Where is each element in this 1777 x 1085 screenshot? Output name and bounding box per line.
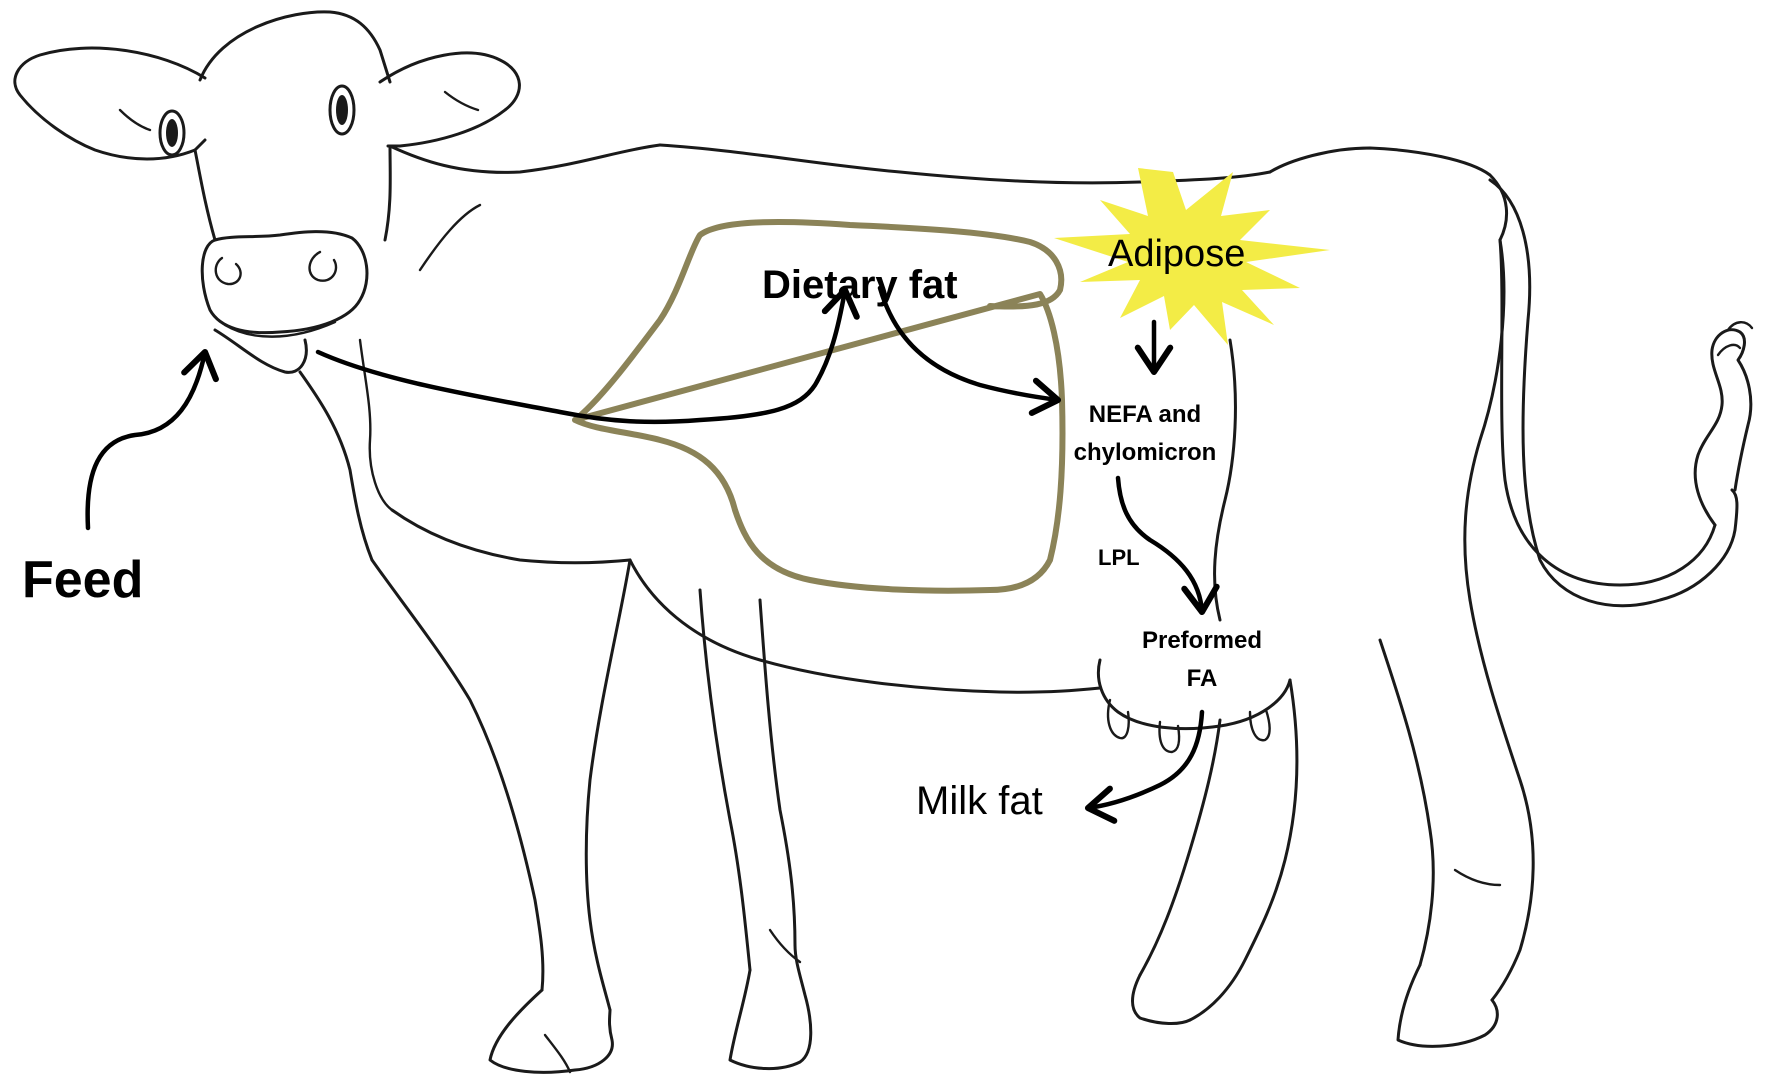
cow-hind-leg-left-back xyxy=(1140,720,1220,975)
cow-front-hoof-right xyxy=(730,945,811,1069)
cow-right-ear xyxy=(380,53,519,146)
cow-right-ear-inner xyxy=(445,92,478,110)
cow-left-ear xyxy=(15,48,205,159)
cow-right-pupil xyxy=(336,95,348,125)
label-nefa-line1: NEFA and xyxy=(1089,401,1201,428)
cow-hind-hock-right xyxy=(1455,870,1500,885)
arrow-mouth-to-dietary-fat xyxy=(318,290,845,422)
cow-left-ear-inner xyxy=(120,110,150,130)
cow-face-left xyxy=(195,150,215,240)
cow-rump xyxy=(1270,148,1507,240)
cow-chest-lower xyxy=(392,510,630,563)
label-milk-fat: Milk fat xyxy=(916,779,1043,823)
cow-front-hoof-left xyxy=(490,990,612,1072)
cow-neck-top xyxy=(390,145,660,172)
cow-tail-tuft-lines xyxy=(1718,322,1752,355)
flow-arrows xyxy=(88,288,1202,808)
cow-hind-leg-right-back xyxy=(1380,640,1433,965)
cow-hind-leg-left xyxy=(1190,680,1297,1020)
label-preformed-line1: Preformed xyxy=(1142,627,1262,654)
label-nefa-line2: chylomicron xyxy=(1074,439,1217,466)
cow-front-leg-left-back xyxy=(586,560,630,1010)
arrow-preformed-to-milk-fat xyxy=(1088,712,1202,808)
label-adipose: Adipose xyxy=(1108,233,1245,275)
cow-left-pupil xyxy=(166,119,178,147)
label-feed: Feed xyxy=(22,551,143,609)
cow-drawing xyxy=(15,12,1752,1072)
cow-hind-leg-right xyxy=(1470,600,1533,1000)
cow-back xyxy=(660,145,1270,183)
cow-dewlap xyxy=(300,372,372,560)
cow-muzzle xyxy=(202,232,367,333)
cow-flank xyxy=(1215,340,1236,620)
cow-right-nostril xyxy=(310,252,336,281)
cow-front-leg-left xyxy=(372,560,543,990)
cow-head-top xyxy=(200,12,390,82)
label-lpl: LPL xyxy=(1098,545,1140,570)
cow-left-nostril xyxy=(216,258,241,284)
cow-hind-hoof-left xyxy=(1133,975,1191,1024)
cow-front-leg-right-back xyxy=(760,600,795,945)
arrow-feed-to-mouth xyxy=(88,352,205,528)
label-preformed-line2: FA xyxy=(1187,665,1218,692)
cow-face-right xyxy=(385,146,390,240)
label-dietary-fat: Dietary fat xyxy=(762,263,958,307)
cow-tail-tuft xyxy=(1695,330,1751,525)
cow-hind-thigh xyxy=(1465,240,1504,600)
cow-neck-fold xyxy=(420,205,480,270)
cow-shoulder-line xyxy=(360,340,392,510)
cow-hind-hoof-right xyxy=(1398,965,1497,1046)
cow-front-hoof-left-split xyxy=(545,1035,570,1072)
